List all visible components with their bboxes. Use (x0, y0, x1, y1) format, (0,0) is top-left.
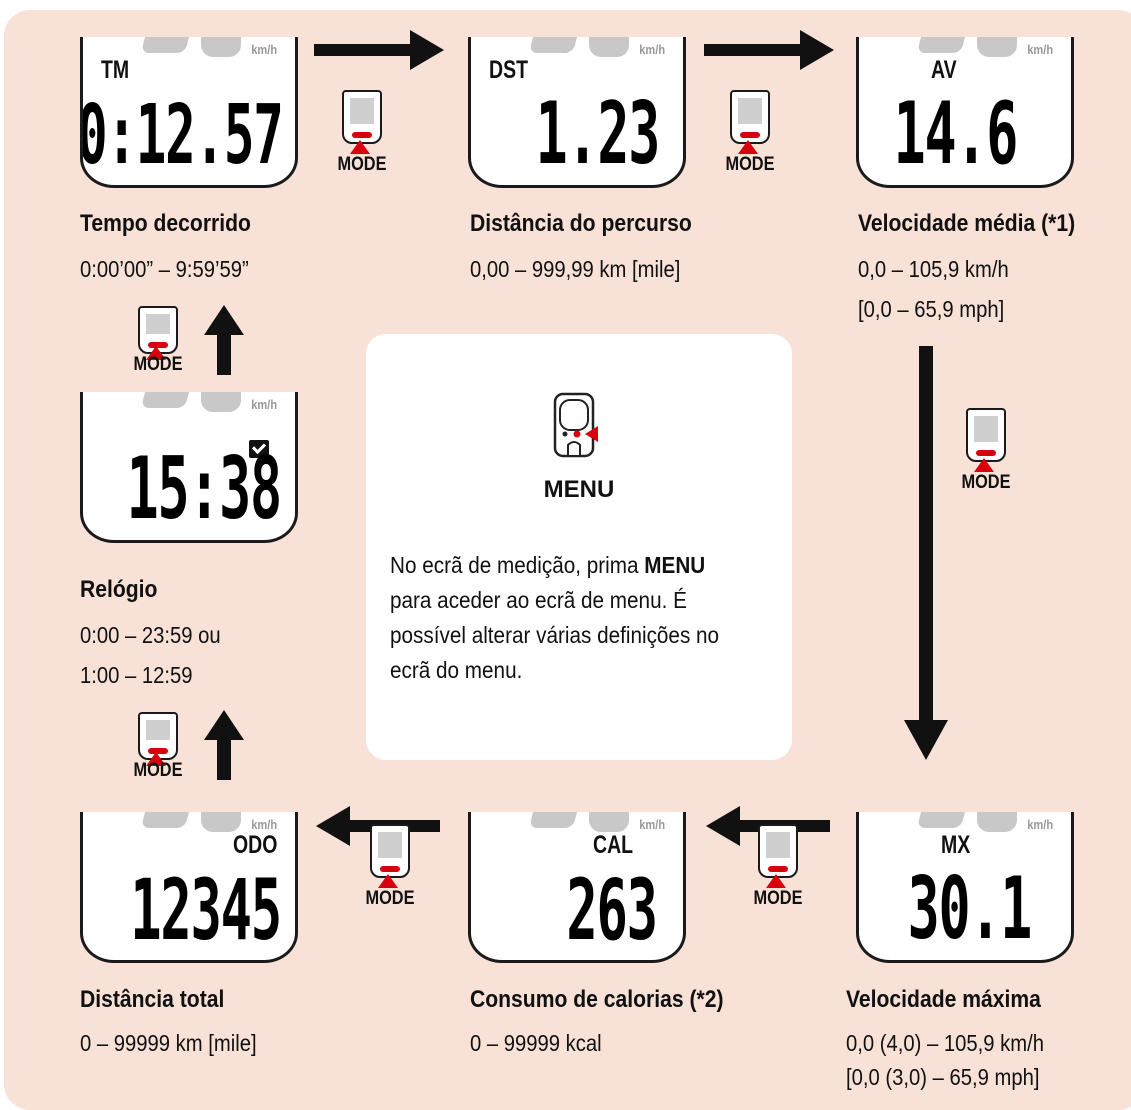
segment-indicator (201, 392, 241, 412)
arrow-down-icon (904, 346, 948, 760)
segment-indicator (977, 37, 1017, 57)
mode-button[interactable]: MODE (720, 90, 780, 180)
caption-range: 0,0 – 105,9 km/h (858, 256, 1009, 282)
screen-mode-label: TM (101, 56, 130, 84)
segment-indicator (529, 812, 577, 828)
mode-button-label: MODE (133, 354, 183, 375)
caption-title: Velocidade média (*1) (858, 210, 1076, 237)
screen-mode-label: ODO (233, 831, 278, 859)
screen-digits: 1.23 (535, 84, 661, 184)
device-icon (730, 90, 770, 144)
device-menu-button-icon[interactable] (552, 392, 600, 462)
screen-digits: 14.6 (893, 84, 1019, 184)
press-indicator-icon (378, 874, 398, 888)
caption-range: [0,0 (3,0) – 65,9 mph] (846, 1064, 1040, 1090)
arrow-up-icon (204, 710, 244, 780)
caption-range: 0,00 – 999,99 km [mile] (470, 256, 681, 282)
caption-range: 0:00’00” – 9:59’59” (80, 256, 249, 282)
press-indicator-icon (974, 458, 994, 472)
caption-title: Distância do percurso (470, 210, 692, 237)
segment-indicator (201, 37, 241, 57)
screen-elapsed-time: km/h TM 0:12.57 (80, 37, 298, 188)
mode-button[interactable]: MODE (128, 306, 188, 396)
caption-range: 0,0 (4,0) – 105,9 km/h (846, 1030, 1045, 1056)
unit-label: km/h (1026, 42, 1053, 57)
screen-digits: 0:12.57 (80, 88, 284, 183)
device-icon (758, 824, 798, 878)
caption-title: Relógio (80, 576, 158, 603)
press-indicator-icon (146, 752, 166, 766)
segment-indicator (529, 37, 577, 53)
screen-average-speed: km/h AV 14.6 (856, 37, 1074, 188)
screen-mode-label: MX (941, 831, 971, 859)
caption-range: 1:00 – 12:59 (80, 662, 193, 688)
device-icon (342, 90, 382, 144)
unit-label: km/h (1026, 817, 1053, 832)
screen-odometer: km/h ODO 12345 (80, 812, 298, 963)
segment-indicator (917, 37, 965, 53)
segment-indicator (141, 812, 189, 828)
screen-mode-label: AV (931, 56, 957, 84)
caption-range: 0:00 – 23:59 ou (80, 622, 221, 648)
screen-calories: km/h CAL 263 (468, 812, 686, 963)
clock-check-icon (249, 440, 269, 458)
screen-trip-distance: km/h DST 1.23 (468, 37, 686, 188)
device-icon (966, 408, 1006, 462)
mode-button-label: MODE (337, 154, 387, 175)
unit-label: km/h (638, 42, 665, 57)
mode-button[interactable]: MODE (956, 408, 1016, 498)
mode-button-label: MODE (961, 472, 1011, 493)
caption-title: Tempo decorrido (80, 210, 251, 237)
mode-button-label: MODE (725, 154, 775, 175)
screen-digits: 12345 (130, 861, 282, 959)
menu-info-panel: MENU No ecrã de medição, prima MENU para… (366, 334, 792, 760)
screen-mode-label: CAL (593, 831, 634, 859)
segment-indicator (589, 812, 629, 832)
unit-label: km/h (250, 397, 277, 412)
caption-title: Consumo de calorias (*2) (470, 986, 724, 1013)
arrow-right-icon (704, 30, 834, 70)
menu-label: MENU (543, 476, 615, 503)
screen-digits: 263 (566, 861, 659, 959)
mode-button[interactable]: MODE (332, 90, 392, 180)
unit-label: km/h (638, 817, 665, 832)
segment-indicator (977, 812, 1017, 832)
arrow-up-icon (204, 305, 244, 375)
caption-range: 0 – 99999 kcal (470, 1030, 602, 1056)
screen-mode-label: DST (489, 56, 528, 84)
caption-title: Distância total (80, 986, 225, 1013)
screen-digits: 30.1 (907, 859, 1033, 959)
segment-indicator (201, 812, 241, 832)
caption-title: Velocidade máxima (846, 986, 1041, 1013)
screen-digits: 15:38 (126, 439, 283, 539)
unit-label: km/h (250, 42, 277, 57)
mode-button[interactable]: MODE (128, 712, 188, 802)
mode-button[interactable]: MODE (360, 824, 420, 914)
segment-indicator (589, 37, 629, 57)
segment-indicator (141, 37, 189, 53)
mode-button-label: MODE (753, 888, 803, 909)
mode-button[interactable]: MODE (748, 824, 808, 914)
press-indicator-icon (146, 346, 166, 360)
device-icon (370, 824, 410, 878)
press-indicator-icon (350, 140, 370, 154)
caption-range: 0 – 99999 km [mile] (80, 1030, 257, 1056)
mode-button-label: MODE (365, 888, 415, 909)
press-indicator-icon (738, 140, 758, 154)
arrow-right-icon (314, 30, 444, 70)
screen-clock: km/h 15:38 (80, 392, 298, 543)
segment-indicator (917, 812, 965, 828)
screen-max-speed: km/h MX 30.1 (856, 812, 1074, 963)
mode-button-label: MODE (133, 760, 183, 781)
unit-label: km/h (250, 817, 277, 832)
menu-description: No ecrã de medição, prima MENU para aced… (390, 552, 720, 683)
press-indicator-icon (766, 874, 786, 888)
caption-range: [0,0 – 65,9 mph] (858, 296, 1005, 322)
